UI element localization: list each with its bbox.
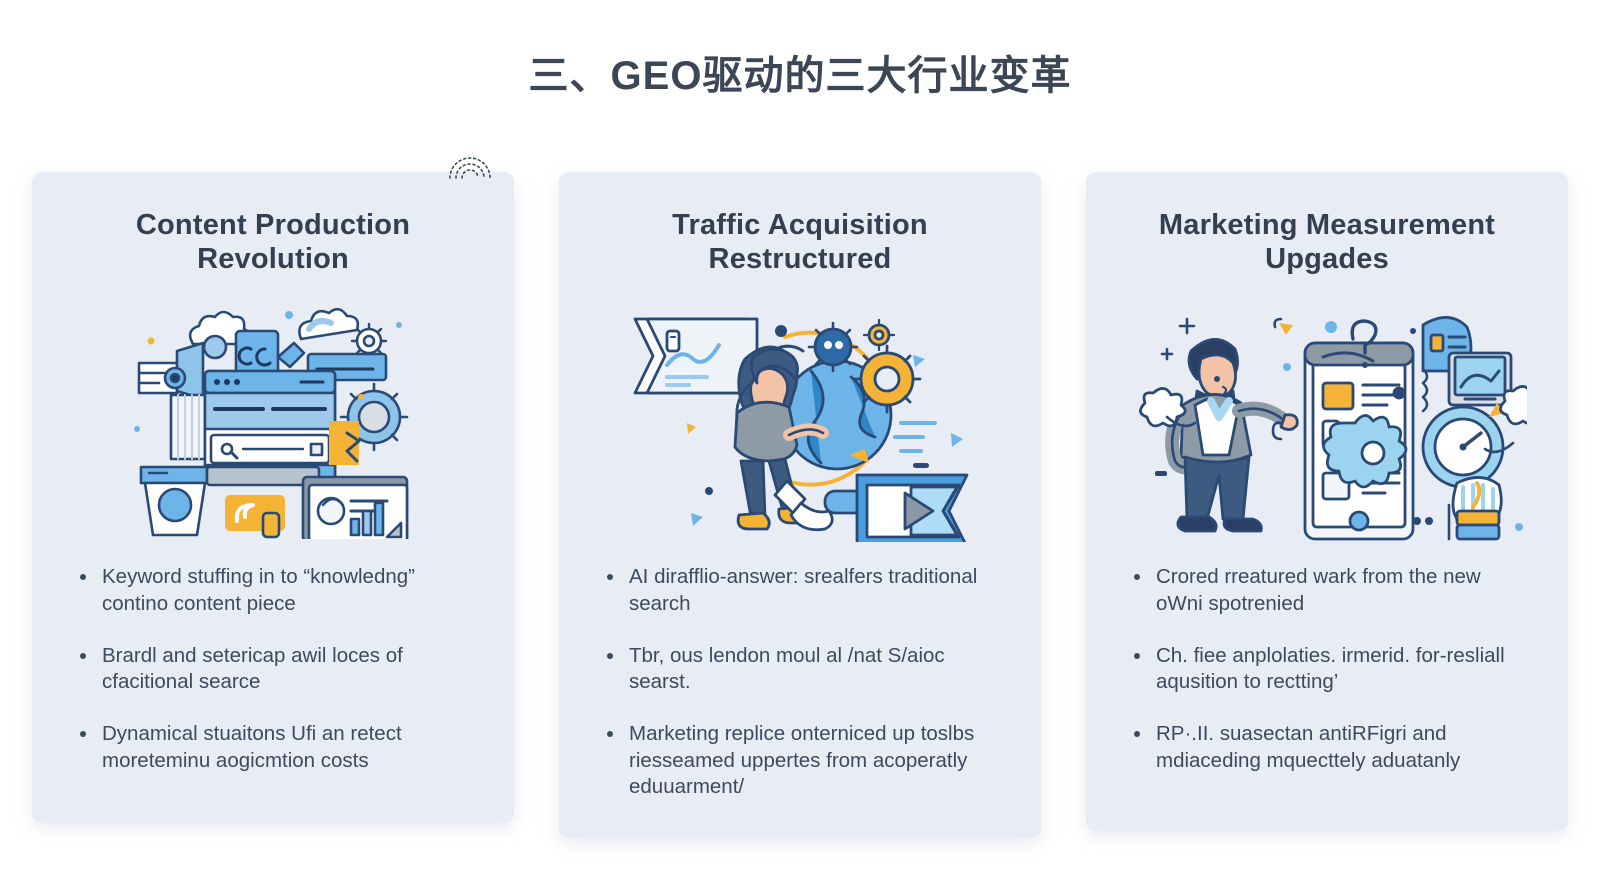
card-traffic-acquisition[interactable]: Traffic Acquisition Restructured	[559, 172, 1041, 838]
card-bullet-list: Crored rreatured wark from the new oWni …	[1086, 564, 1568, 773]
marketing-measurement-illustration	[1086, 294, 1568, 544]
card-content-production[interactable]: Content Production Revolution	[32, 157, 514, 823]
card-bullet-list: AI dirafflio-answer: srealfers tradition…	[559, 564, 1041, 800]
list-item: Dynamical stuaitons Ufi an retect morete…	[76, 721, 478, 773]
list-item: Keyword stuffing in to “knowledng” conti…	[76, 564, 478, 616]
traffic-acquisition-illustration	[559, 294, 1041, 544]
card-title: Content Production Revolution	[135, 209, 411, 276]
page-title: 三、GEO驱动的三大行业变革	[528, 54, 1072, 98]
list-item: Ch. fiee anplolaties. irmerid. for-resli…	[1130, 643, 1532, 695]
fingerprint-icon	[449, 157, 491, 179]
list-item: Brardl and setericap awil loces of cfaci…	[76, 643, 478, 695]
list-item: Tbr, ous lendon moul al /nat S/aioc sear…	[603, 643, 1005, 695]
card-title: Traffic Acquisition Restructured	[672, 209, 928, 276]
card-bullet-list: Keyword stuffing in to “knowledng” conti…	[32, 564, 514, 773]
card-marketing-measurement[interactable]: Marketing Measurement Upgades	[1086, 172, 1568, 831]
list-item: Crored rreatured wark from the new oWni …	[1130, 564, 1532, 616]
list-item: AI dirafflio-answer: srealfers tradition…	[603, 564, 1005, 616]
content-production-illustration	[32, 294, 514, 544]
card-title: Marketing Measurement Upgades	[1158, 209, 1496, 276]
cards-row: Content Production Revolution	[0, 157, 1600, 838]
list-item: RP·.II. suasectan antiRFigri and mdiaced…	[1130, 721, 1532, 773]
list-item: Marketing replice onterniced up toslbs r…	[603, 721, 1005, 800]
